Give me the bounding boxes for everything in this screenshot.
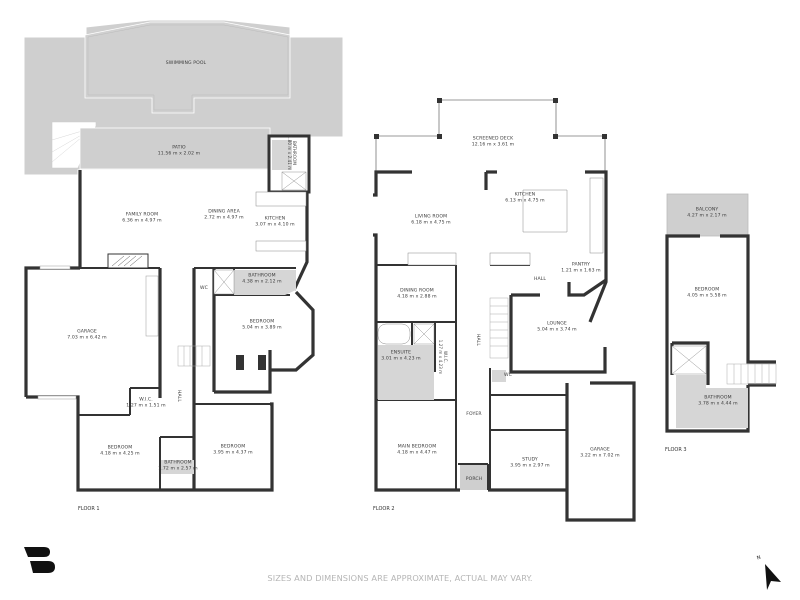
pool-outline	[84, 21, 291, 114]
room-label-hall-lower: HALL	[474, 333, 480, 347]
room-label-hall-floor1: HALL	[175, 389, 181, 403]
room-label-swimming-pool: SWIMMING POOL	[165, 61, 207, 67]
room-label-wic-floor1: W.I.C.1.27 m x 1.51 m	[126, 397, 166, 408]
room-label-hall-upper: HALL	[533, 277, 547, 283]
room-label-foyer: FOYER	[466, 412, 482, 418]
brand-logo-icon	[24, 547, 55, 573]
room-label-wc-floor2: WC	[504, 373, 512, 379]
balcony-area	[666, 193, 749, 237]
disclaimer-text: SIZES AND DIMENSIONS ARE APPROXIMATE, AC…	[267, 573, 533, 583]
floor-2-label: FLOOR 2	[373, 506, 395, 512]
floor-1-label: FLOOR 1	[78, 506, 100, 512]
pool-step-inner	[87, 24, 289, 111]
patio-area	[79, 127, 271, 170]
north-arrow-icon	[765, 564, 781, 590]
room-label-wic-floor2: W.I.C.1.27 m x 4.23 m	[438, 339, 448, 375]
room-label-porch: PORCH	[465, 477, 483, 483]
room-label-wc: WC	[200, 286, 208, 292]
floor-3-label: FLOOR 3	[665, 447, 687, 453]
floor-3-drawing	[665, 193, 777, 433]
floor-1-drawing	[23, 19, 344, 492]
floor-2-drawing	[373, 98, 636, 522]
